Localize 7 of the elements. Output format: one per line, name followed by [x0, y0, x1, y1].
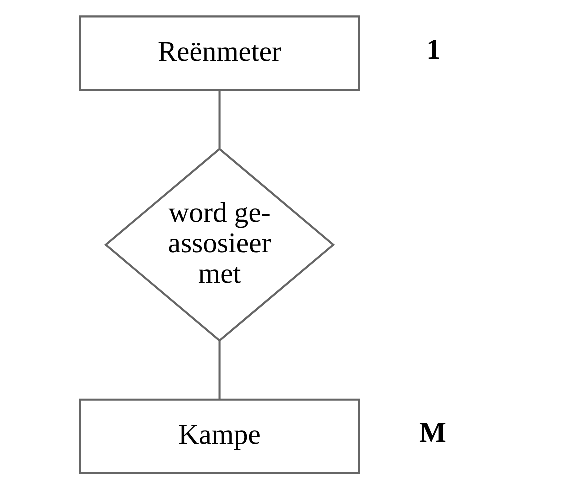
- connector: [218, 90, 220, 148]
- node-label: M: [419, 418, 446, 450]
- node-diamond: word ge- assosieer met: [104, 148, 335, 342]
- node-box: Kampe: [78, 398, 360, 474]
- connector: [218, 340, 220, 400]
- node-label: 1: [426, 34, 440, 66]
- node-box: Reënmeter: [78, 16, 360, 92]
